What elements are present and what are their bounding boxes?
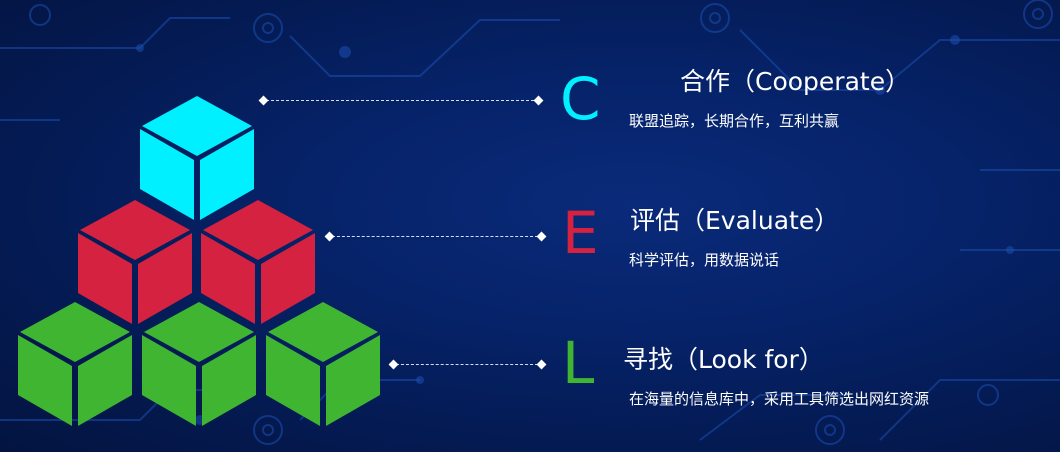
step-description: 在海量的信息库中，采用工具筛选出网红资源	[629, 390, 930, 408]
step-letter: L	[562, 329, 595, 397]
step-title: 合作（Cooperate）	[680, 67, 911, 96]
connector-line	[396, 364, 538, 365]
pyramid-row-cooperate	[140, 96, 254, 220]
connector-line	[266, 100, 534, 101]
connector-line	[332, 236, 538, 237]
step-title: 寻找（Look for）	[623, 345, 824, 374]
step-title: 评估（Evaluate）	[630, 206, 840, 235]
step-description: 科学评估，用数据说话	[629, 251, 780, 269]
cube-pyramid	[18, 96, 380, 426]
pyramid-row-lookfor	[18, 302, 380, 426]
step-letter: E	[562, 199, 599, 267]
step-description: 联盟追踪，长期合作，互利共赢	[629, 112, 840, 130]
step-letter: C	[560, 65, 601, 133]
